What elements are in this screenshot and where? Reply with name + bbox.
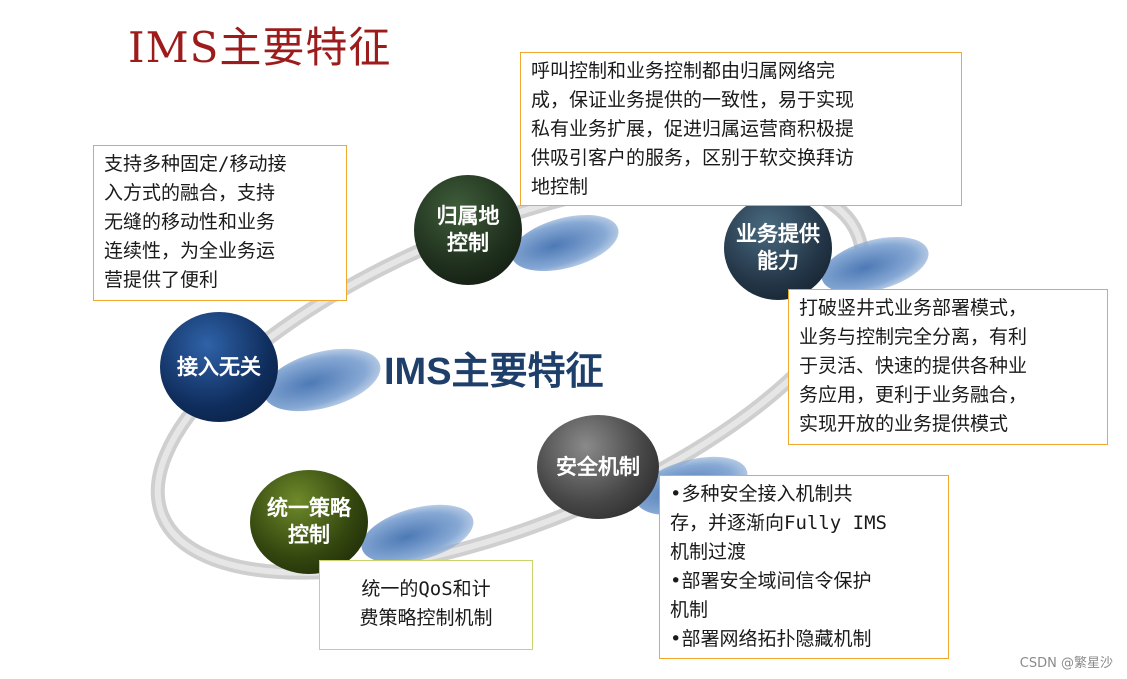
- text-line: 业务与控制完全分离，有利: [799, 326, 1028, 348]
- policy-control-description: 统一的QoS和计 费策略控制机制: [319, 560, 533, 650]
- node-security: 安全机制: [537, 415, 659, 519]
- text-line: 打破竖井式业务部署模式，: [799, 297, 1028, 319]
- node-security-label: 安全机制: [556, 454, 640, 479]
- text-line: 务应用，更利于业务融合，: [799, 384, 1028, 406]
- node-service-capability: 业务提供 能力: [724, 196, 832, 300]
- access-description: 支持多种固定/移动接 入方式的融合，支持 无缝的移动性和业务 连续性，为全业务运…: [93, 145, 347, 301]
- text-line: 供吸引客户的服务，区别于软交换拜访: [531, 147, 855, 169]
- node-access-label: 接入无关: [177, 354, 261, 379]
- watermark: CSDN @繁星沙: [1019, 656, 1113, 671]
- node-policy-line1: 统一策略: [267, 496, 351, 520]
- service-capability-description: 打破竖井式业务部署模式， 业务与控制完全分离，有利 于灵活、快速的提供各种业 务…: [788, 289, 1108, 445]
- home-control-description: 呼叫控制和业务控制都由归属网络完 成，保证业务提供的一致性，易于实现 私有业务扩…: [520, 52, 962, 206]
- text-line: 费策略控制机制: [359, 607, 493, 629]
- text-line: •部署网络拓扑隐藏机制: [670, 628, 872, 650]
- text-line: •部署安全域间信令保护: [670, 570, 872, 592]
- center-title: IMS主要特征: [384, 351, 604, 393]
- text-line: 呼叫控制和业务控制都由归属网络完: [531, 60, 836, 82]
- node-access: 接入无关: [160, 312, 278, 422]
- node-policy-line2: 控制: [288, 523, 330, 547]
- text-line: 实现开放的业务提供模式: [799, 413, 1009, 435]
- page-title: IMS主要特征: [128, 23, 392, 72]
- text-line: 入方式的融合，支持: [104, 182, 276, 204]
- node-home-control: 归属地 控制: [414, 175, 522, 285]
- text-line: 营提供了便利: [104, 269, 219, 291]
- text-line: •多种安全接入机制共: [670, 483, 853, 505]
- text-line: 机制: [670, 599, 709, 621]
- text-line: 成，保证业务提供的一致性，易于实现: [531, 89, 855, 111]
- text-line: 统一的QoS和计: [361, 578, 491, 600]
- node-service-line2: 能力: [757, 249, 799, 273]
- security-description: •多种安全接入机制共 存，并逐渐向Fully IMS 机制过渡 •部署安全域间信…: [659, 475, 949, 659]
- node-policy-control: 统一策略 控制: [250, 470, 368, 574]
- text-line: 私有业务扩展，促进归属运营商积极提: [531, 118, 855, 140]
- node-home-line2: 控制: [447, 231, 489, 255]
- text-line: 连续性，为全业务运: [104, 240, 276, 262]
- node-service-line1: 业务提供: [736, 222, 820, 246]
- node-home-line1: 归属地: [436, 204, 500, 228]
- text-line: 支持多种固定/移动接: [104, 153, 287, 175]
- text-line: 于灵活、快速的提供各种业: [799, 355, 1028, 377]
- text-line: 机制过渡: [670, 541, 747, 563]
- text-line: 存，并逐渐向Fully IMS: [670, 512, 887, 534]
- text-line: 无缝的移动性和业务: [104, 211, 276, 233]
- text-line: 地控制: [531, 176, 589, 198]
